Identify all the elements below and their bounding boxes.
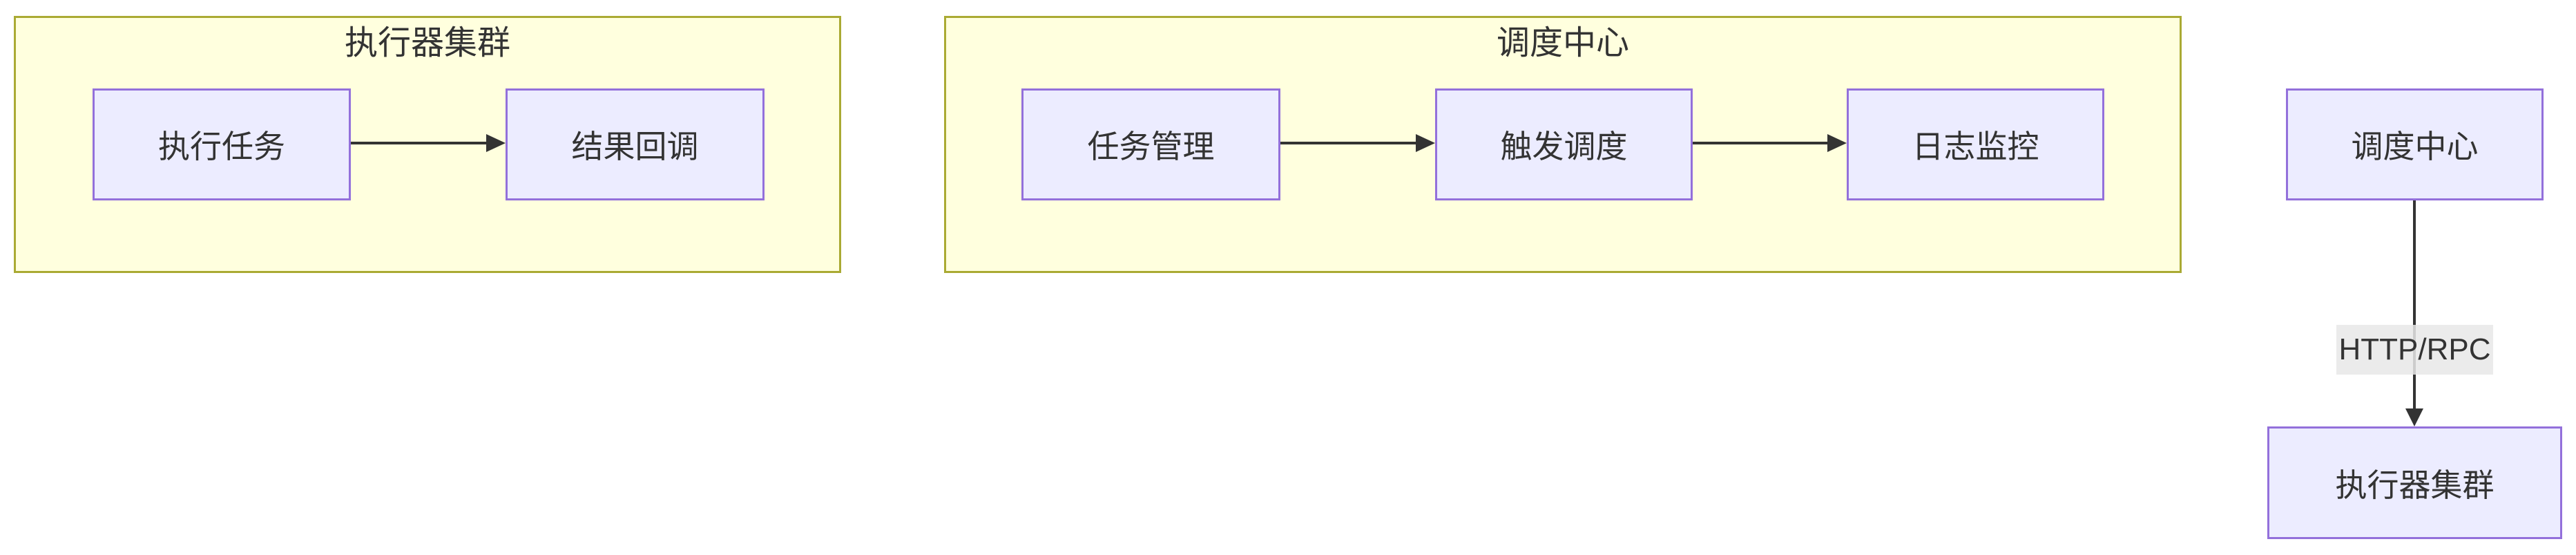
node-trigger-schedule: 触发调度	[1435, 88, 1693, 200]
arrowhead-right-icon	[1827, 134, 1847, 152]
node-scheduler-center: 调度中心	[2286, 88, 2544, 200]
cluster-scheduler-title: 调度中心	[1496, 25, 1629, 62]
edge-trigger-to-log	[1693, 142, 1829, 144]
node-result-callback: 结果回调	[506, 88, 765, 200]
cluster-executor-title: 执行器集群	[344, 25, 510, 62]
edge-execute-to-callback	[351, 142, 488, 144]
node-log-monitor: 日志监控	[1847, 88, 2104, 200]
node-executor-cluster: 执行器集群	[2267, 426, 2562, 539]
edge-label-http-rpc: HTTP/RPC	[2336, 325, 2493, 375]
edge-task-to-trigger	[1280, 142, 1417, 144]
node-execute-task: 执行任务	[93, 88, 351, 200]
arrowhead-down-icon	[2405, 408, 2423, 426]
node-task-management: 任务管理	[1021, 88, 1280, 200]
edge-scheduler-to-executor	[2413, 200, 2416, 411]
arrowhead-right-icon	[486, 134, 506, 152]
arrowhead-right-icon	[1416, 134, 1435, 152]
